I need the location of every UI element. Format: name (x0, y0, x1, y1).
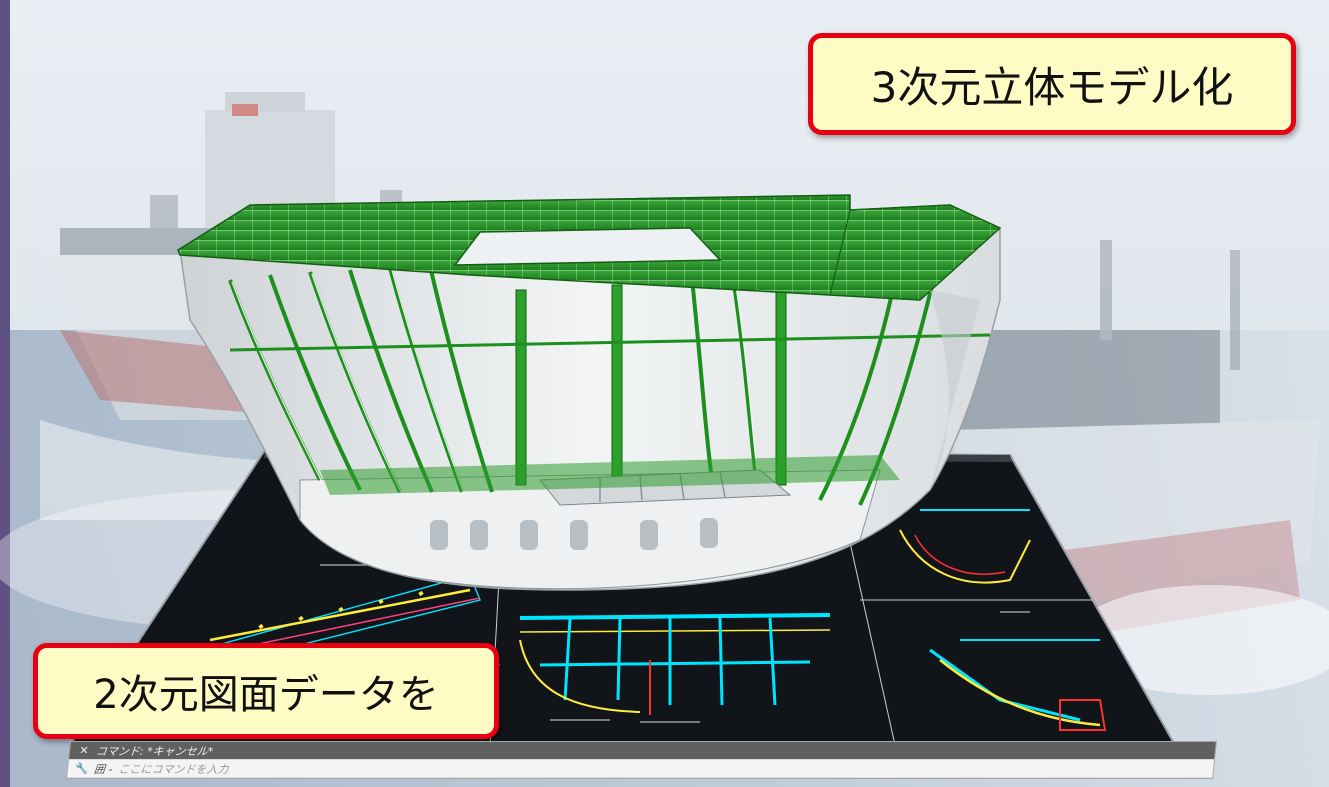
command-input-row: 🔧 囲 - ここにコマンドを入力 (67, 760, 1214, 777)
cad-command-line: ✕ コマンド: *キャンセル* 🔧 囲 - ここにコマンドを入力 (66, 741, 1217, 779)
callout-3d-model: 3次元立体モデル化 (808, 33, 1296, 135)
callout-2d-drawing: 2次元図面データを (33, 643, 499, 739)
command-input[interactable]: ここにコマンドを入力 (117, 762, 230, 776)
command-history-text: コマンド: *キャンセル* (95, 744, 214, 758)
left-accent-bar (0, 0, 10, 787)
command-history-row: ✕ コマンド: *キャンセル* (69, 742, 1216, 759)
close-icon[interactable]: ✕ (78, 744, 90, 757)
callout-2d-drawing-text: 2次元図面データを (93, 672, 439, 718)
callout-3d-model-text: 3次元立体モデル化 (870, 62, 1234, 112)
wrench-icon[interactable]: 🔧 (74, 762, 90, 775)
command-prompt-label[interactable]: 囲 - (93, 762, 114, 776)
